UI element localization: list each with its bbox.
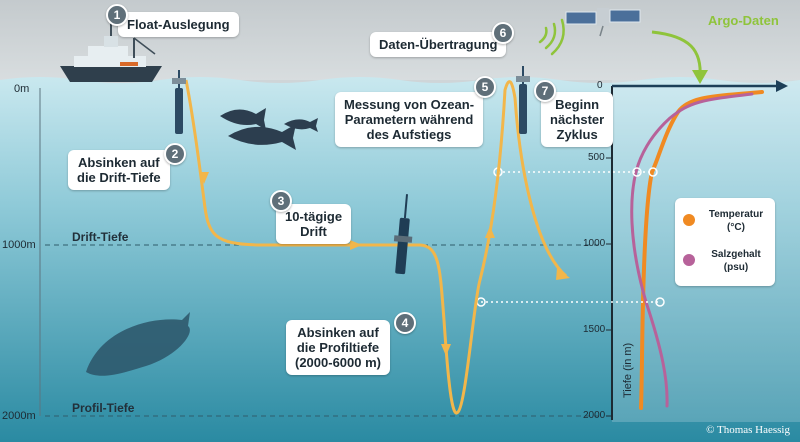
legend-temperature-label: Temperatur (°C): [708, 209, 764, 233]
copyright-text: © Thomas Haessig: [706, 424, 790, 436]
step-3-badge: 3: [270, 190, 292, 212]
step-3-label: 10-tägige Drift: [276, 204, 352, 244]
ship-icon: [60, 22, 162, 82]
satellite-icon: [565, 8, 641, 37]
signal-waves-icon: [538, 18, 565, 56]
legend-temperature-swatch: [683, 214, 695, 226]
step-2-label: Absinken auf die Drift-Tiefe: [68, 150, 170, 190]
step-7-label: Beginn nächster Zyklus: [541, 92, 614, 147]
path-arrow-descent: [199, 172, 209, 184]
chart-tick-1500: 1500: [583, 324, 606, 335]
step-4-label: Absinken auf die Profiltiefe (2000-6000 …: [286, 320, 390, 375]
path-arrow-ascent: [485, 226, 495, 238]
surfaced-float-icon: [516, 66, 530, 134]
legend-salinity-label: Salzgehalt (psu): [711, 249, 761, 273]
tuna-fish-icon: [220, 108, 318, 150]
step-6-badge: 6: [492, 22, 514, 44]
sperm-whale-icon: [86, 312, 190, 376]
step-1-badge: 1: [106, 4, 128, 26]
step-7-badge: 7: [534, 80, 556, 102]
step-6-label: Daten-Übertragung: [370, 32, 507, 57]
argo-data-label: Argo-Daten: [708, 13, 779, 28]
chart-tick-1000: 1000: [583, 238, 606, 249]
step-5-badge: 5: [474, 76, 496, 98]
chart-legend: Temperatur (°C) Salzgehalt (psu): [675, 198, 775, 286]
chart-x-axis-arrow: [776, 80, 788, 92]
float-cycle-path: [184, 79, 567, 415]
temperature-profile: [639, 90, 764, 410]
chart-tick-2000: 2000: [583, 410, 606, 421]
path-arrow-drift: [350, 240, 362, 250]
step-5-label: Messung von Ozean- Parametern während de…: [335, 92, 484, 147]
chart-y-axis-title: Tiefe (in m): [622, 342, 634, 398]
salinity-profile: [630, 92, 754, 408]
path-arrow-next: [556, 268, 570, 280]
chart-tick-0: 0: [597, 80, 603, 91]
argo-float-icon: [172, 70, 186, 134]
depth-marker-1000m: 1000m: [2, 239, 36, 251]
step-2-badge: 2: [164, 143, 186, 165]
chart-tick-500: 500: [588, 152, 605, 163]
step-4-badge: 4: [394, 312, 416, 334]
legend-salinity-swatch: [683, 254, 695, 266]
depth-marker-2000m: 2000m: [2, 410, 36, 422]
path-arrow-profile: [441, 344, 451, 356]
depth-marker-0m: 0m: [14, 83, 30, 95]
step-1-label: Float-Auslegung: [118, 12, 239, 37]
drifting-float-icon: [393, 194, 413, 275]
drift-depth-label: Drift-Tiefe: [72, 230, 129, 244]
profile-depth-label: Profil-Tiefe: [72, 401, 135, 415]
